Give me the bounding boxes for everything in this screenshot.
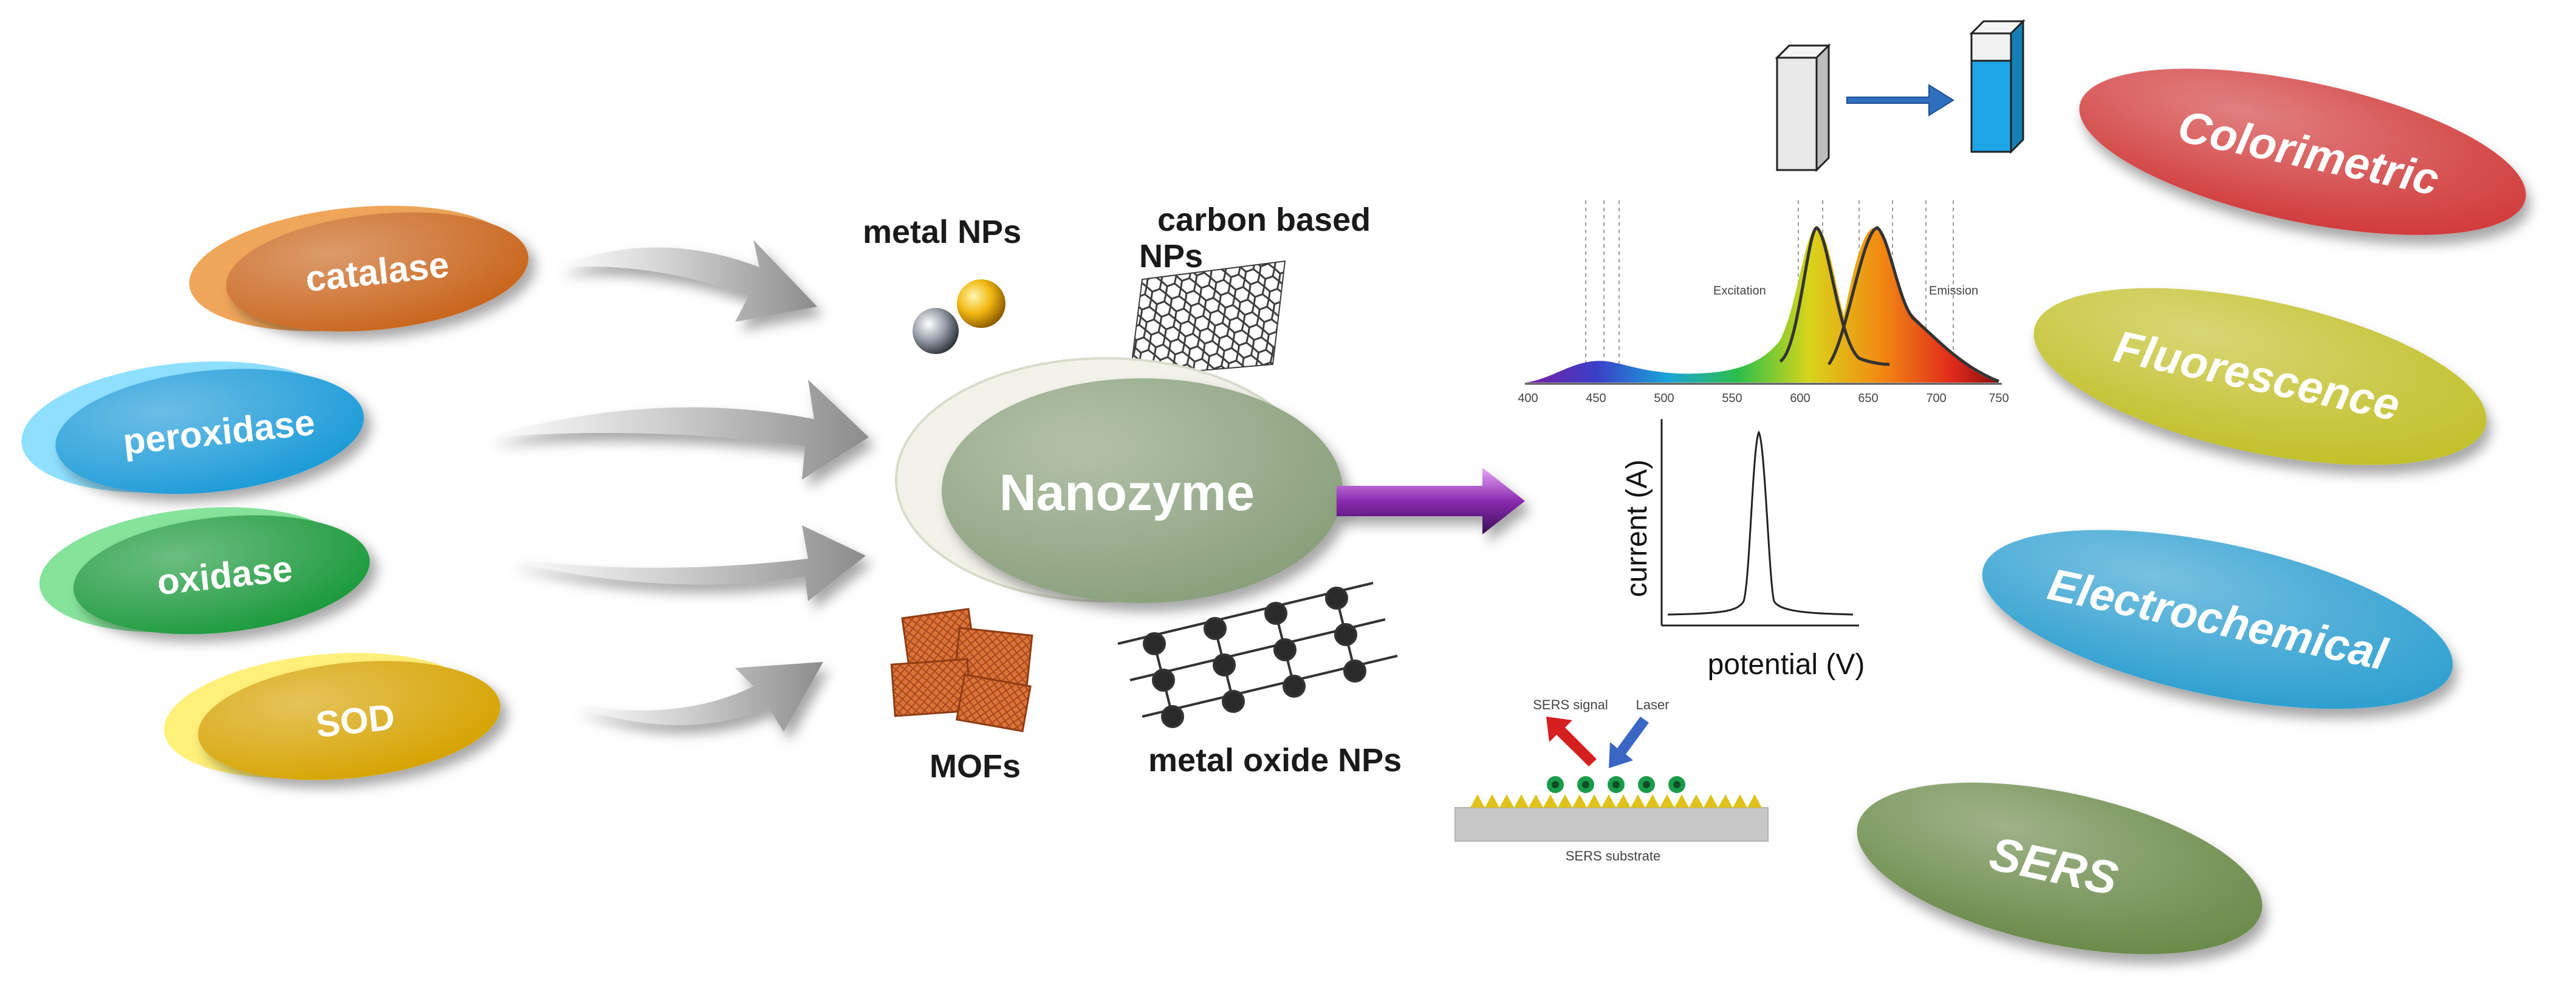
tick-600: 600 (1790, 392, 1810, 405)
nanozyme-node: Nanozyme (895, 357, 1343, 603)
emission-label: Emission (1929, 284, 1978, 298)
tick-650: 650 (1858, 392, 1878, 405)
graphene-sheet-icon (1129, 260, 1286, 378)
excitation-label: Excitation (1713, 284, 1766, 298)
electro-x-label: potential (V) (1708, 649, 1865, 681)
laser-arrow (1609, 717, 1649, 768)
empty-cuvette-icon (1775, 43, 1831, 172)
mofs-label: MOFs (930, 748, 1021, 785)
cuvette-panel (1775, 19, 2026, 172)
arrow-oxidase (504, 525, 866, 601)
metal-nps-label: metal NPs (863, 214, 1021, 250)
tick-700: 700 (1926, 392, 1946, 405)
nanozyme-label: Nanozyme (999, 464, 1255, 521)
method-sers: SERS (1857, 782, 2263, 955)
metal-oxide-label: metal oxide NPs (1148, 742, 1402, 779)
laser-label: Laser (1636, 697, 1669, 712)
spectrum-tick-labels: 400 450 500 550 600 650 700 750 (1518, 392, 2009, 405)
enzyme-catalase: catalase (189, 205, 529, 332)
tick-400: 400 (1518, 392, 1538, 405)
mof-crystal-icon (890, 608, 1033, 732)
spectrum-fill (1525, 227, 1999, 383)
blue-cuvette-icon (1969, 19, 2026, 154)
enzyme-oxidase: oxidase (39, 507, 370, 635)
enzyme-peroxidase: peroxidase (21, 361, 364, 494)
enzyme-sod: SOD (163, 653, 501, 780)
method-colorimetric: Colorimetric (2079, 69, 2526, 235)
sod-label: SOD (314, 697, 397, 745)
sers-signal-label: SERS signal (1533, 697, 1608, 712)
metal-oxide-lattice-icon (1117, 582, 1398, 728)
carbon-label-line1: carbon based (1157, 202, 1371, 238)
emission-curve (1827, 226, 1999, 383)
tick-450: 450 (1586, 392, 1606, 405)
purple-output-arrow (1337, 468, 1525, 534)
tick-750: 750 (1989, 392, 2009, 405)
fluorescence-spectrum-panel: Excitation Emission 400 450 500 550 600 … (1518, 200, 2009, 405)
voltammogram-peak (1667, 430, 1854, 616)
excitation-curve (1779, 226, 1890, 366)
tick-550: 550 (1722, 392, 1742, 405)
sers-substrate-bar (1454, 807, 1769, 842)
sers-signal-arrow (1546, 717, 1597, 766)
sers-panel: SERS signal Laser SERS substrate (1454, 697, 1769, 864)
analyte-molecules (1547, 776, 1685, 793)
sers-substrate-label: SERS substrate (1566, 848, 1661, 864)
voltammogram-panel: current (A) potential (V) (1621, 419, 1865, 681)
carbon-label-line2: NPs (1139, 238, 1203, 274)
metal-nanoparticles-icon (913, 279, 1005, 354)
method-fluorescence: Fluorescence (2033, 288, 2487, 465)
enzyme-arrows (486, 240, 869, 732)
arrow-catalase (556, 240, 817, 322)
arrow-sod (571, 662, 823, 732)
electro-y-label: current (A) (1621, 460, 1653, 598)
arrow-peroxidase (486, 380, 869, 480)
tick-500: 500 (1654, 392, 1674, 405)
sers-nanostructures (1470, 794, 1762, 808)
cuvette-arrow (1846, 84, 1954, 117)
method-electrochemical: Electrochemical (1982, 530, 2453, 709)
